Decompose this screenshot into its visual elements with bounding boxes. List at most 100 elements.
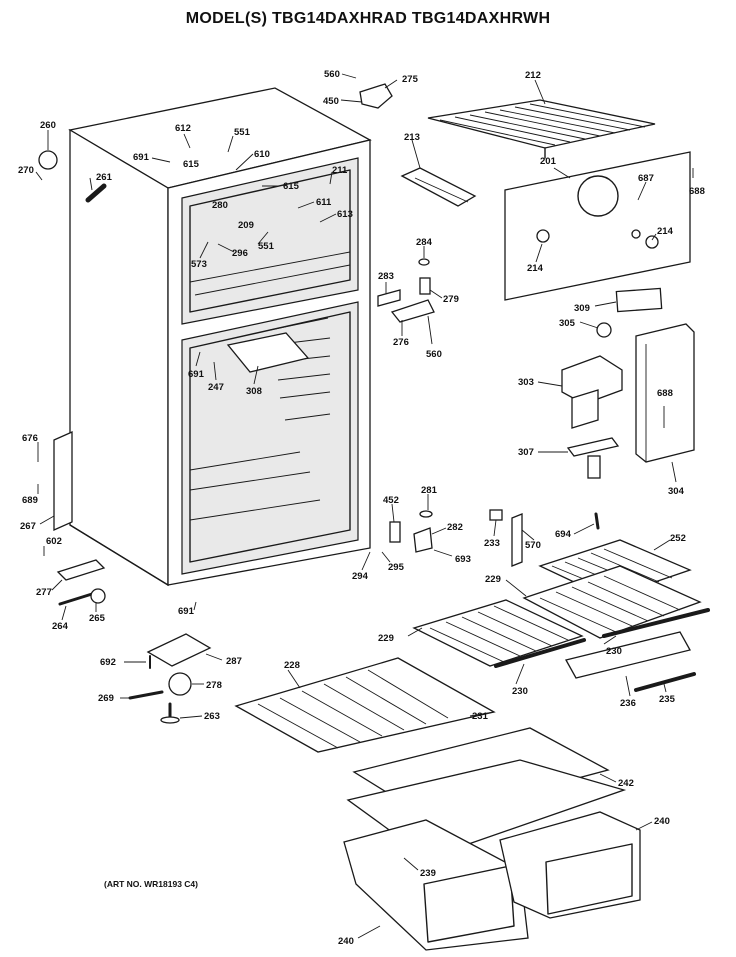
part-label-263: 263 xyxy=(204,711,220,722)
part-label-570: 570 xyxy=(525,540,541,551)
part-276-drawing xyxy=(390,299,435,323)
part-label-209: 209 xyxy=(238,220,254,231)
part-label-687: 687 xyxy=(638,173,654,184)
part-label-229: 229 xyxy=(378,633,394,644)
part-label-282: 282 xyxy=(447,522,463,533)
part-label-309: 309 xyxy=(574,303,590,314)
part-label-281: 281 xyxy=(421,485,438,496)
part-label-277: 277 xyxy=(36,587,52,598)
knob-drawing xyxy=(596,322,612,338)
hinge-bracket-drawing xyxy=(53,430,73,532)
part-label-252: 252 xyxy=(670,533,686,544)
part-label-284: 284 xyxy=(416,237,433,248)
part-label-691: 691 xyxy=(133,152,150,163)
part-label-233: 233 xyxy=(484,538,500,549)
part-label-240: 240 xyxy=(338,936,354,947)
part-label-296: 296 xyxy=(232,248,248,259)
part-label-551: 551 xyxy=(234,127,251,138)
part-label-264: 264 xyxy=(52,621,69,632)
part-label-213: 213 xyxy=(404,132,420,143)
hinge-top-drawing xyxy=(359,83,393,109)
part-233-drawing xyxy=(489,509,503,521)
part-label-676: 676 xyxy=(22,433,38,444)
part-570-drawing xyxy=(511,513,523,567)
part-label-239: 239 xyxy=(420,868,436,879)
part-label-267: 267 xyxy=(20,521,36,532)
part-label-688: 688 xyxy=(689,186,705,197)
bottom-hinge-drawing xyxy=(56,559,106,581)
part-label-201: 201 xyxy=(540,156,557,167)
part-label-236: 236 xyxy=(620,698,636,709)
part-label-308: 308 xyxy=(246,386,262,397)
shelf-229-left-drawing xyxy=(412,599,584,667)
part-label-295: 295 xyxy=(388,562,405,573)
part-label-560: 560 xyxy=(324,69,340,80)
cabinet-drawing xyxy=(68,87,372,587)
part-label-692: 692 xyxy=(100,657,116,668)
air-duct-drawing xyxy=(561,355,623,429)
roller-drawing xyxy=(90,588,106,604)
shelf-229-right-drawing xyxy=(522,565,702,639)
part-label-693: 693 xyxy=(455,554,471,565)
part-label-283: 283 xyxy=(378,271,394,282)
part-label-211: 211 xyxy=(332,165,348,176)
control-housing-drawing xyxy=(635,323,695,463)
part-283-drawing xyxy=(377,289,401,307)
art-number-note: (ART NO. WR18193 C4) xyxy=(104,879,198,889)
part-label-688: 688 xyxy=(657,388,673,399)
part-label-303: 303 xyxy=(518,377,534,388)
part-label-691: 691 xyxy=(178,606,195,617)
bracket-307-drawing xyxy=(566,437,620,479)
part-label-229: 229 xyxy=(485,574,501,585)
label-plate-drawing xyxy=(615,287,663,313)
part-label-269: 269 xyxy=(98,693,114,704)
part-label-307: 307 xyxy=(518,447,534,458)
part-label-275: 275 xyxy=(402,74,419,85)
part-label-305: 305 xyxy=(559,318,576,329)
part-label-613: 613 xyxy=(337,209,353,220)
part-label-265: 265 xyxy=(89,613,106,624)
page-title: MODEL(S) TBG14DAXHRAD TBG14DAXHRWH xyxy=(185,10,551,27)
part-label-560: 560 xyxy=(426,349,442,360)
part-label-287: 287 xyxy=(226,656,242,667)
part-label-276: 276 xyxy=(393,337,409,348)
part-labels: 560 275 450 212 260 270 612 551 691 615 … xyxy=(18,69,705,947)
part-label-230: 230 xyxy=(512,686,528,697)
part-label-240: 240 xyxy=(654,816,670,827)
part-label-294: 294 xyxy=(352,571,369,582)
part-label-612: 612 xyxy=(175,123,191,134)
part-label-280: 280 xyxy=(212,200,228,211)
part-label-228: 228 xyxy=(284,660,300,671)
part-label-261: 261 xyxy=(96,172,113,183)
part-label-689: 689 xyxy=(22,495,38,506)
part-label-260: 260 xyxy=(40,120,56,131)
ice-tray-drawing xyxy=(400,167,477,207)
part-label-452: 452 xyxy=(383,495,399,506)
part-label-602: 602 xyxy=(46,536,62,547)
shelf-308-drawing xyxy=(226,332,310,373)
shelf-228-drawing xyxy=(234,657,496,753)
part-label-278: 278 xyxy=(206,680,222,691)
part-label-242: 242 xyxy=(618,778,634,789)
part-label-270: 270 xyxy=(18,165,34,176)
roller-278-drawing xyxy=(168,672,192,696)
part-label-611: 611 xyxy=(316,197,332,208)
part-label-691: 691 xyxy=(188,369,205,380)
part-label-615: 615 xyxy=(283,181,300,192)
freezer-shelf-drawing xyxy=(427,99,656,159)
part-label-231: 231 xyxy=(472,711,489,722)
bracket-287-drawing xyxy=(146,633,212,667)
part-label-279: 279 xyxy=(443,294,459,305)
leader-lines xyxy=(35,73,694,939)
part-label-615: 615 xyxy=(183,159,200,170)
part-label-304: 304 xyxy=(668,486,685,497)
part-label-247: 247 xyxy=(208,382,224,393)
evaporator-cover-drawing xyxy=(504,151,691,301)
part-label-212: 212 xyxy=(525,70,541,81)
part-label-235: 235 xyxy=(659,694,676,705)
part-label-214: 214 xyxy=(527,263,544,274)
part-label-573: 573 xyxy=(191,259,207,270)
part-label-610: 610 xyxy=(254,149,270,160)
part-452-drawing xyxy=(389,521,401,543)
